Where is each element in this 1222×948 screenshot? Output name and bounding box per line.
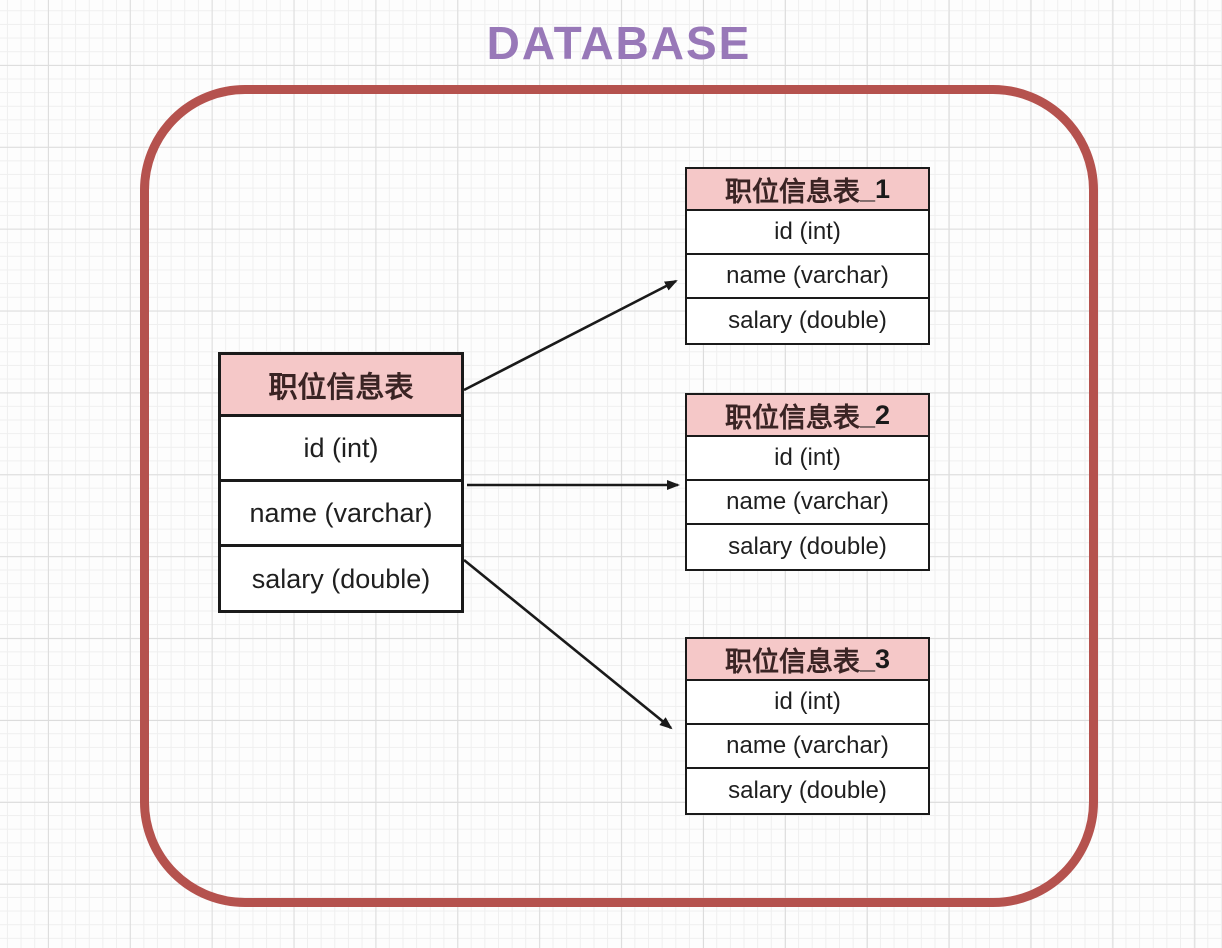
table-row: name (varchar) — [687, 481, 928, 525]
column-id: id (int) — [303, 432, 379, 463]
column-name: name (varchar) — [726, 732, 889, 759]
table-row: id (int) — [221, 417, 461, 482]
column-salary: salary (double) — [251, 564, 431, 594]
table-row: id (int) — [687, 437, 928, 481]
table-header-suffix: _3 — [859, 643, 891, 674]
table-header-label: 职位信息表 — [724, 646, 860, 678]
table-header: 职位信息表_2 — [687, 395, 928, 437]
column-salary: salary (double) — [728, 533, 887, 560]
table-header-label: 职位信息表 — [268, 369, 414, 404]
table-header-suffix: _1 — [859, 173, 891, 204]
column-name: name (varchar) — [249, 497, 433, 528]
entity-table-source: 职位信息表 id (int) name (varchar) salary (do… — [218, 352, 464, 613]
table-row: name (varchar) — [221, 482, 461, 547]
column-id: id (int) — [774, 688, 841, 715]
table-row: id (int) — [687, 211, 928, 255]
entity-table-shard-2: 职位信息表_2 id (int) name (varchar) salary (… — [685, 393, 930, 571]
table-row: name (varchar) — [687, 725, 928, 769]
table-header: 职位信息表_3 — [687, 639, 928, 681]
column-id: id (int) — [774, 218, 841, 245]
column-salary: salary (double) — [728, 307, 887, 334]
diagram-title: DATABASE — [486, 17, 752, 69]
table-row: salary (double) — [687, 299, 928, 343]
database-boundary-box — [140, 85, 1098, 907]
column-name: name (varchar) — [726, 262, 889, 289]
column-id: id (int) — [774, 444, 841, 471]
table-row: name (varchar) — [687, 255, 928, 299]
table-row: salary (double) — [221, 547, 461, 612]
table-header-label: 职位信息表 — [724, 176, 860, 208]
table-header: 职位信息表_1 — [687, 169, 928, 211]
column-salary: salary (double) — [728, 777, 887, 804]
table-header: 职位信息表 — [221, 355, 461, 417]
column-name: name (varchar) — [726, 488, 889, 515]
table-header-suffix: _2 — [859, 399, 891, 430]
table-row: salary (double) — [687, 525, 928, 569]
entity-table-shard-3: 职位信息表_3 id (int) name (varchar) salary (… — [685, 637, 930, 815]
table-header-label: 职位信息表 — [724, 402, 860, 434]
table-row: id (int) — [687, 681, 928, 725]
table-row: salary (double) — [687, 769, 928, 813]
entity-table-shard-1: 职位信息表_1 id (int) name (varchar) salary (… — [685, 167, 930, 345]
